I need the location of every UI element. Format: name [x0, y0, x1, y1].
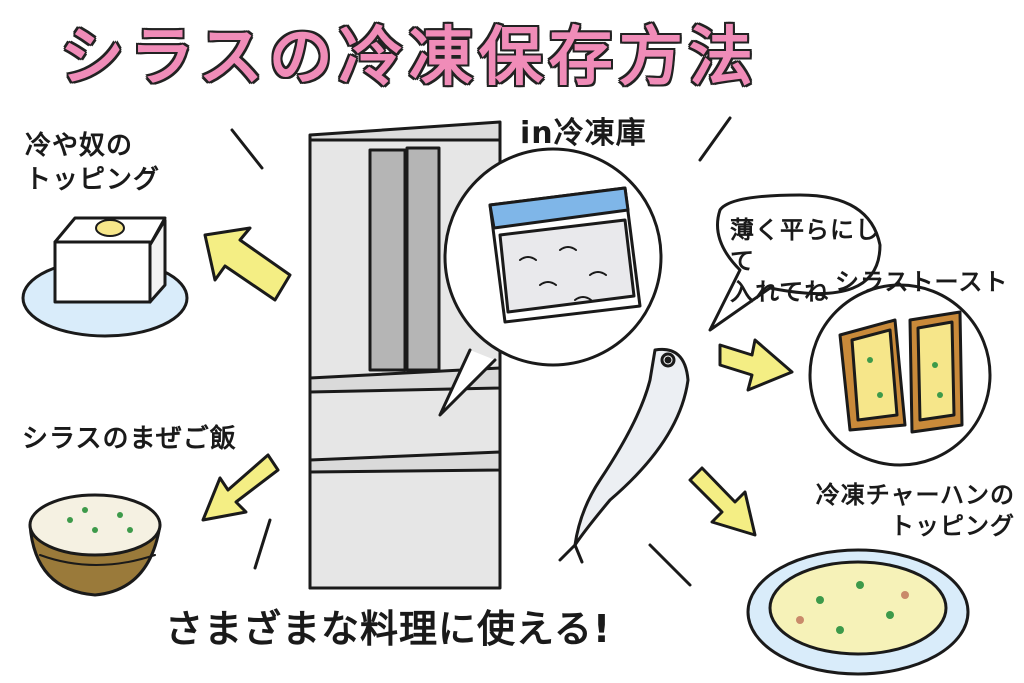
use-chahan-line-2: トッピング	[890, 512, 1015, 541]
footer-caption: さまざまな料理に使える!	[165, 607, 612, 651]
use-chahan-label: 冷凍チャーハンの トッピング	[800, 480, 1015, 542]
use-mazegohan-label: シラスのまぜご飯	[22, 424, 237, 454]
page-title: シラスの冷凍保存方法	[60, 21, 759, 95]
toast-plate	[808, 283, 992, 467]
tip-line-1: 薄く平らにして	[730, 216, 880, 276]
tofu-plate	[21, 216, 189, 338]
tip-speech-bubble	[708, 193, 882, 332]
freezer-bag-callout	[438, 147, 663, 417]
arrow-to-tofu	[203, 226, 292, 302]
mazegohan-bowl	[28, 493, 162, 597]
arrow-to-chahan	[688, 466, 757, 537]
arrows	[201, 226, 794, 537]
arrow-to-bowl	[201, 453, 280, 522]
tip-line-2: 入れてね	[730, 278, 830, 307]
freezer-label: in冷凍庫	[520, 116, 647, 151]
chahan-plate	[746, 548, 970, 676]
use-hiyayakko-label: 冷や奴の トッピング	[25, 130, 205, 198]
decorative-strokes	[230, 116, 732, 587]
use-toast-label: シラストースト	[835, 268, 1009, 296]
use-hiyayakko-line-1: 冷や奴の	[25, 131, 134, 161]
arrow-to-toast	[718, 338, 794, 392]
tip-text: 薄く平らにして 入れてね	[730, 215, 880, 309]
shirasu-fish	[558, 347, 690, 564]
use-hiyayakko-line-2: トッピング	[25, 164, 161, 195]
use-chahan-line-1: 冷凍チャーハンの	[815, 481, 1015, 509]
